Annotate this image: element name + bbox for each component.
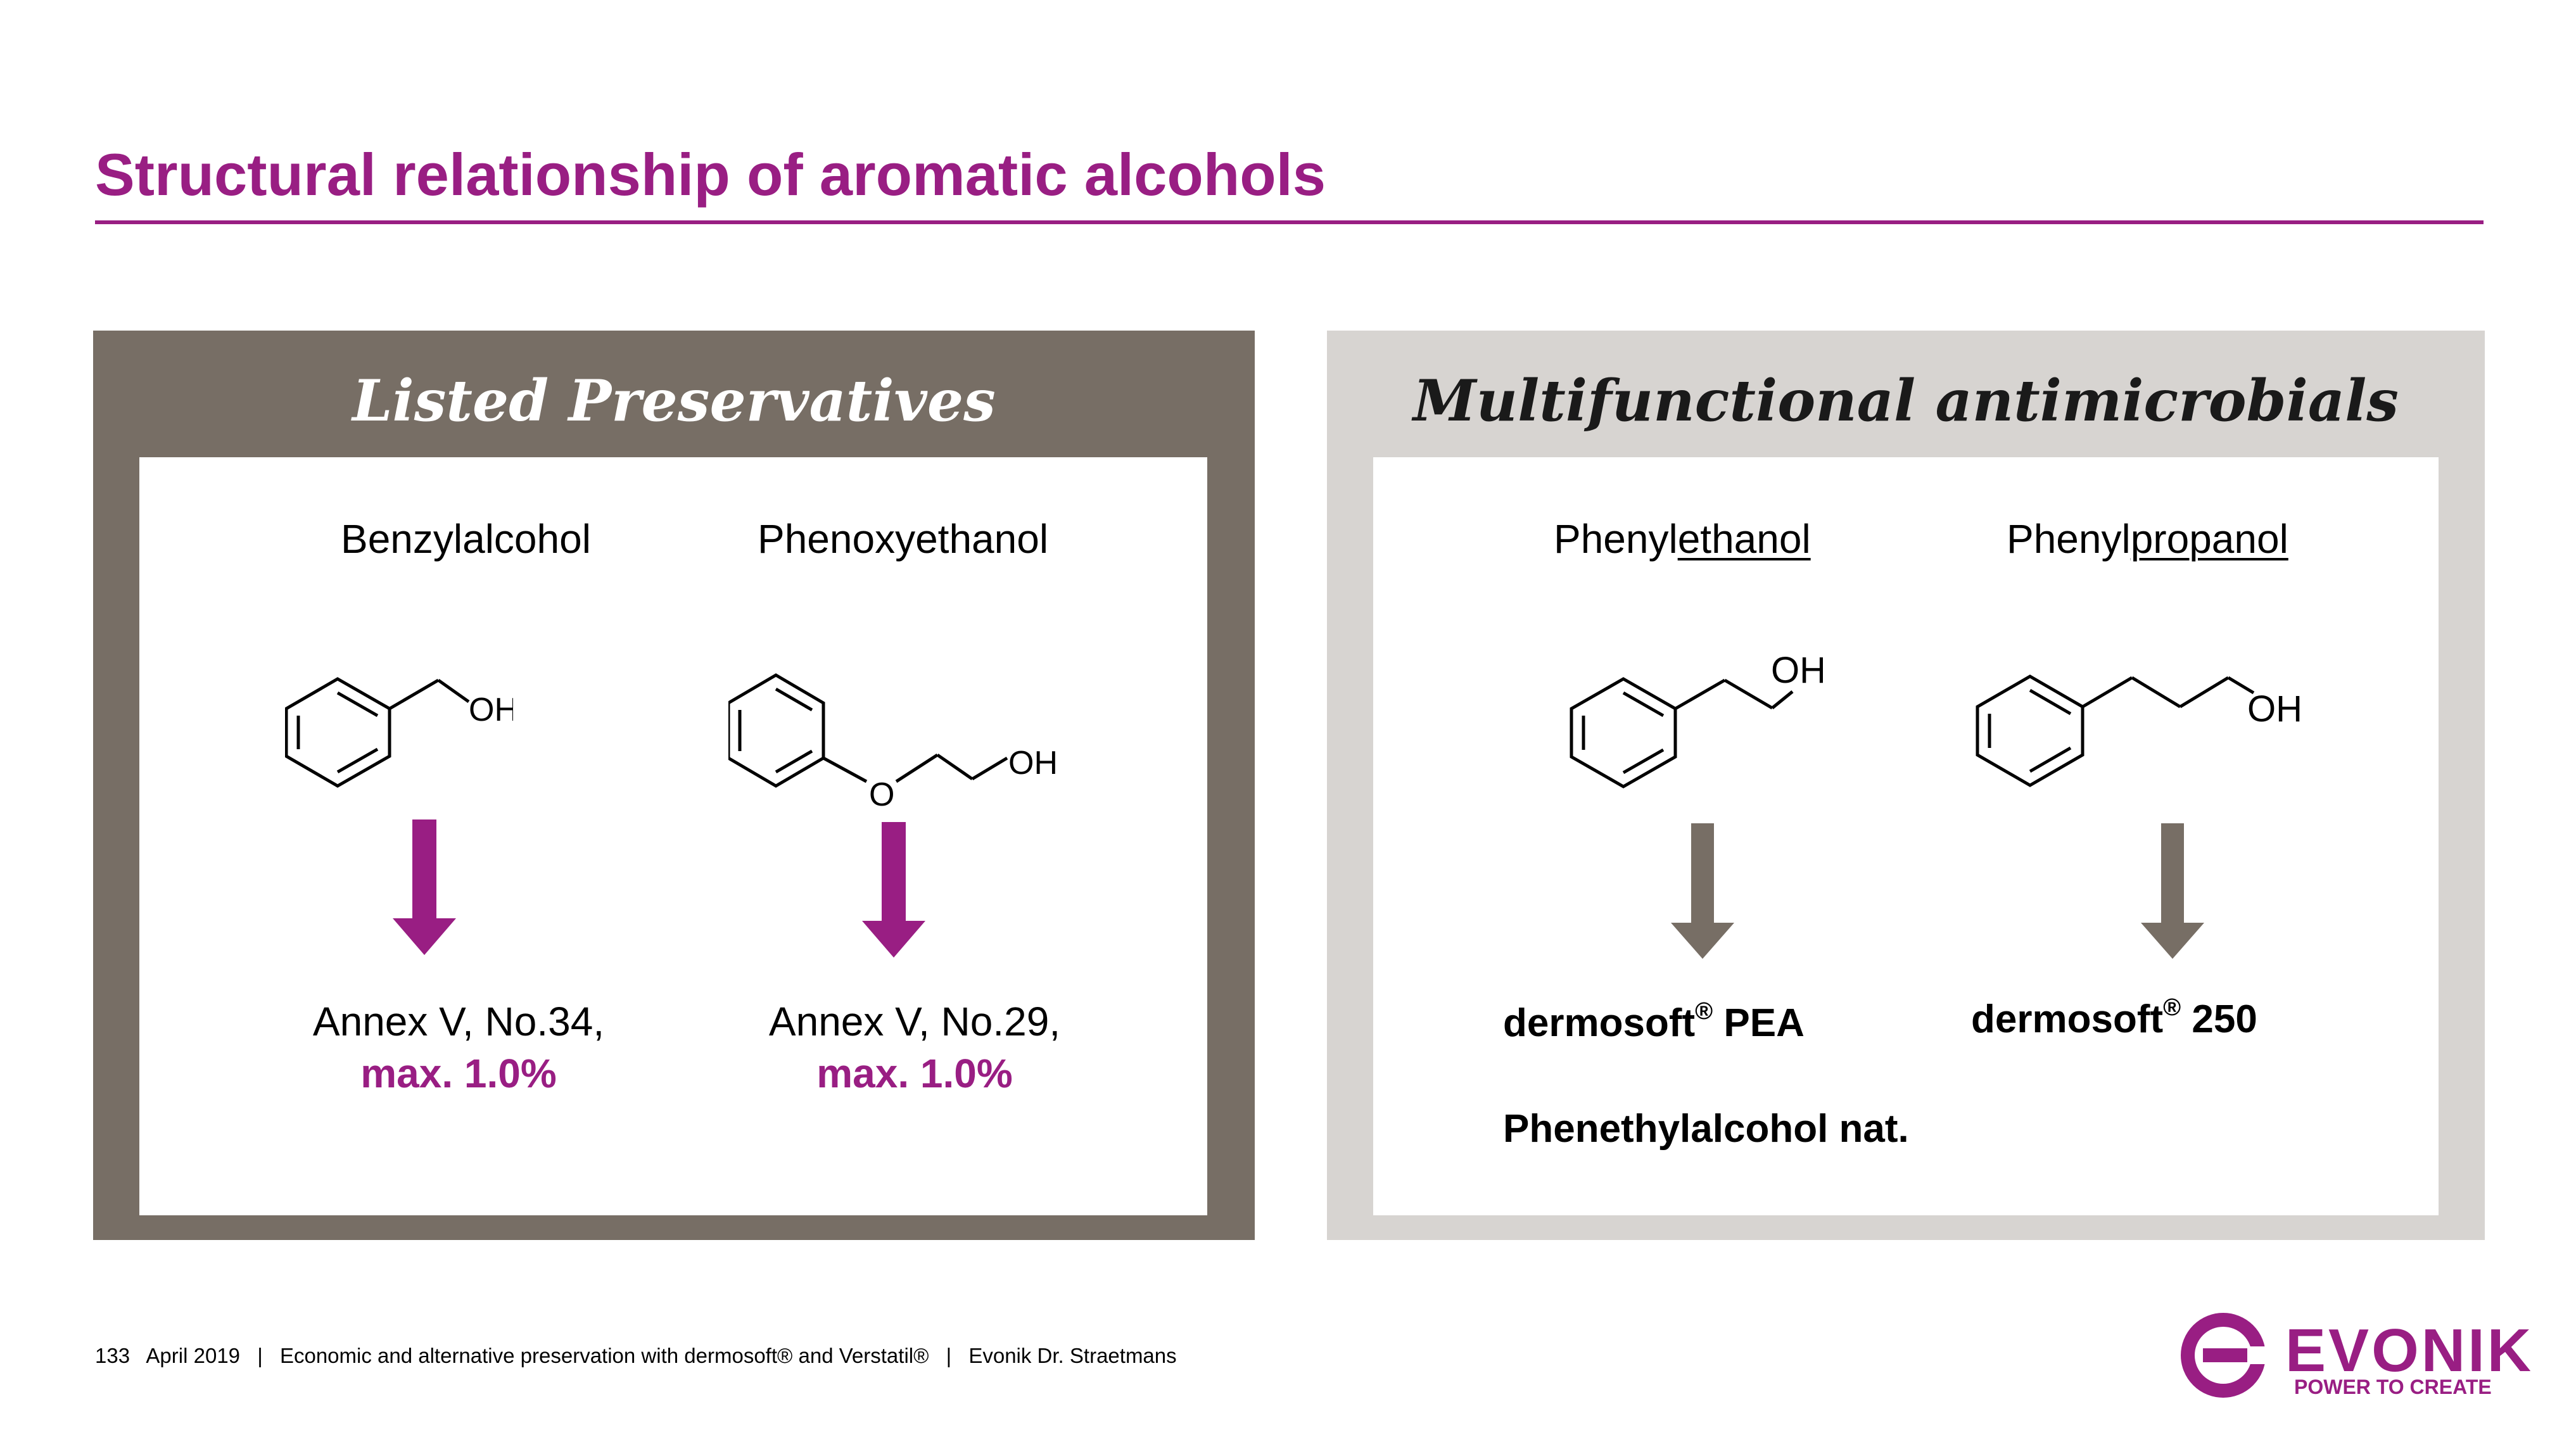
compound-name: Phenoxyethanol: [758, 516, 1049, 562]
down-arrow: [2141, 823, 2204, 959]
compound-name: Phenylpropanol: [2007, 516, 2288, 562]
compound-name: Phenylethanol: [1554, 516, 1811, 562]
down-arrow: [1671, 823, 1734, 959]
product-name: dermosoft® PEA: [1503, 998, 1805, 1045]
footer-date: April 2019: [146, 1344, 241, 1367]
underlined-suffix: ethanol: [1677, 516, 1811, 562]
footer-subject: Economic and alternative preservation wi…: [279, 1344, 929, 1367]
concentration-limit: max. 1.0%: [360, 1051, 557, 1096]
hydroxyl-label: OH: [1008, 745, 1058, 781]
hydroxyl-label: OH: [2247, 688, 2302, 730]
panel-heading: Multifunctional antimicrobials: [1413, 367, 2399, 434]
annex-reference: Annex V, No.29,: [768, 999, 1061, 1044]
regulatory-note: Annex V, No.29, max. 1.0%: [725, 996, 1105, 1099]
hydroxyl-label: OH: [469, 692, 513, 728]
panel-content: Benzylalcohol Phenoxyethanol OH: [139, 457, 1207, 1215]
regulatory-note: Annex V, No.34, max. 1.0%: [269, 996, 649, 1099]
logo-tagline: POWER TO CREATE: [2294, 1376, 2492, 1398]
title-underline: [95, 220, 2484, 224]
panel-content: Phenylethanol Phenylpropanol OH: [1373, 457, 2439, 1215]
hydroxyl-label: OH: [1771, 650, 1823, 691]
phenylethanol-structure: OH: [1570, 650, 1823, 788]
page-number: 133: [95, 1344, 130, 1367]
slide-title: Structural relationship of aromatic alco…: [95, 141, 1326, 208]
down-arrow: [393, 819, 456, 955]
concentration-limit: max. 1.0%: [816, 1051, 1013, 1096]
evonik-emblem-icon: [2181, 1313, 2271, 1398]
footer: 133 April 2019 | Economic and alternativ…: [95, 1344, 1188, 1368]
compound-name: Benzylalcohol: [341, 516, 591, 562]
product-name: dermosoft® 250: [1971, 994, 2257, 1041]
phenoxyethanol-structure: O OH: [728, 673, 1058, 813]
footer-author: Evonik Dr. Straetmans: [968, 1344, 1177, 1367]
natural-variant: Phenethylalcohol nat.: [1503, 1107, 1909, 1151]
multifunctional-antimicrobials-panel: Multifunctional antimicrobials Phenyleth…: [1327, 331, 2485, 1240]
footer-separator: |: [257, 1344, 263, 1367]
underlined-suffix: propanol: [2130, 516, 2288, 562]
benzylalcohol-structure: OH: [285, 677, 513, 788]
down-arrow: [862, 822, 925, 958]
listed-preservatives-panel: Listed Preservatives Benzylalcohol Pheno…: [93, 331, 1255, 1240]
ether-oxygen-label: O: [869, 776, 894, 813]
logo-wordmark: EVONIK: [2285, 1317, 2534, 1384]
panel-heading: Listed Preservatives: [352, 367, 996, 434]
phenylpropanol-structure: OH: [1976, 674, 2302, 787]
footer-separator: |: [946, 1344, 952, 1367]
annex-reference: Annex V, No.34,: [312, 999, 605, 1044]
evonik-logo: EVONIK POWER TO CREATE: [2178, 1310, 2531, 1405]
